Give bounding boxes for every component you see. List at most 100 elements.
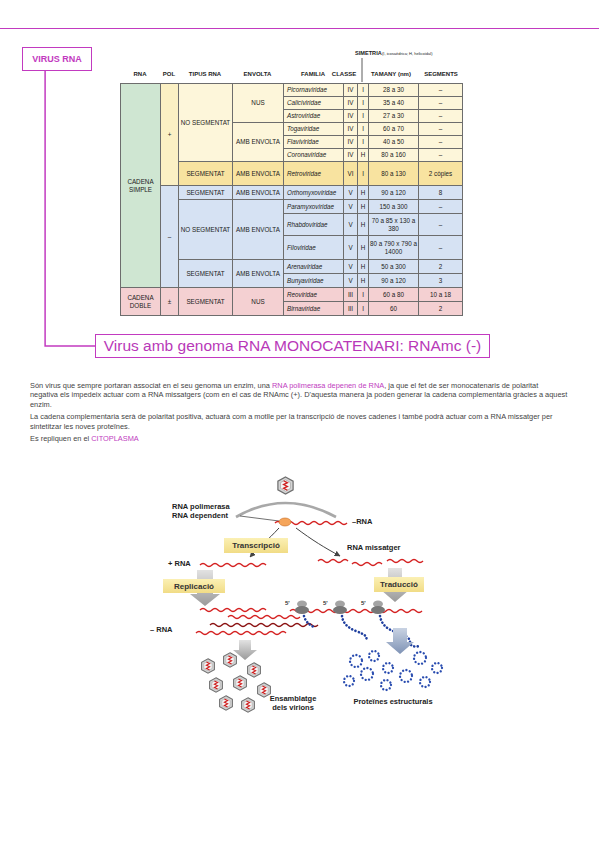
mrna-strand (387, 560, 423, 563)
text-run: Són virus que sempre portaran associat e… (30, 381, 270, 390)
table-cell: – (419, 236, 463, 260)
table-cell: V (344, 186, 358, 200)
virion-icon (210, 678, 223, 692)
table-cell: 90 a 120 (369, 274, 419, 288)
table-cell: I (358, 123, 369, 136)
table-cell: I (358, 136, 369, 149)
table-cell: H (358, 274, 369, 288)
table-cell: 27 a 30 (369, 110, 419, 123)
table-cell: IV (344, 84, 358, 97)
protein-ring (432, 663, 442, 673)
table-cell: 3 (419, 274, 463, 288)
family-cell: Rhabdoviridae (284, 214, 344, 236)
rna-strand (196, 632, 286, 635)
ribosome-subunit (333, 606, 347, 614)
node-text: Replicació (174, 582, 214, 591)
table-cell: SEGMENTAT (179, 288, 233, 316)
table-cell: 2 (419, 260, 463, 274)
table-cell: SEGMENTAT (179, 162, 233, 186)
table-cell: 60 a 70 (369, 123, 419, 136)
data-table: CADENA SIMPLE+NO SEGMENTATNUSPicornaviri… (120, 83, 463, 316)
table-cell: 80 a 790 x 790 a 14000 (369, 236, 419, 260)
paragraph: Són virus que sempre portaran associat e… (30, 381, 568, 409)
polymerase-enzyme (279, 518, 291, 526)
strand-label: – RNA (150, 625, 173, 634)
table-cell: VI (344, 162, 358, 186)
table-cell: – (419, 200, 463, 214)
table-cell: H (358, 236, 369, 260)
highlight-term: CITOPLASMA (91, 434, 139, 443)
table-cell: IV (344, 149, 358, 162)
table-cell: H (358, 149, 369, 162)
protein-ring (383, 663, 393, 673)
table-cell: H (358, 200, 369, 214)
protein-ring (400, 670, 412, 682)
table-cell: 2 (419, 302, 463, 316)
paragraph: Es repliquen en elCITOPLASMA (30, 434, 568, 443)
table-row: CADENA DOBLE±SEGMENTATNUSReoviridaeIIII6… (121, 288, 463, 302)
table-cell: SEGMENTAT (179, 186, 233, 200)
table-cell: NO SEGMENTAT (179, 84, 233, 162)
family-cell: Retroviridae (284, 162, 344, 186)
strand-label: + RNA (168, 559, 191, 568)
table-cell: I (358, 288, 369, 302)
table-cell: 150 a 300 (369, 200, 419, 214)
table-cell: 70 a 85 x 130 a 380 (369, 214, 419, 236)
table-cell: NO SEGMENTAT (179, 200, 233, 260)
paragraph: La cadena complementaria serà de polarit… (30, 412, 568, 431)
block-arrow (386, 628, 414, 654)
node-text: Traducció (380, 580, 418, 589)
family-cell: Filoviridae (284, 236, 344, 260)
family-cell: Togaviridae (284, 123, 344, 136)
table-cell: V (344, 274, 358, 288)
table-cell: AMB ENVOLTA (233, 260, 284, 288)
table-row: –SEGMENTATAMB ENVOLTAOrthomyxoviridaeVH9… (121, 186, 463, 200)
flow-arrow (296, 528, 340, 556)
table-cell: I (358, 110, 369, 123)
result-label: Proteïnes estructurals (338, 697, 448, 706)
table-cell: I (358, 302, 369, 316)
node-text: VIRUS RNA (32, 54, 82, 64)
peptide-chain (304, 616, 316, 628)
virion-icon (220, 696, 233, 710)
strand-label: –RNA (352, 517, 372, 526)
enzyme-label: RNA polimerasa RNA dependent (172, 502, 238, 520)
table-cell: III (344, 302, 358, 316)
peptide-chain (342, 616, 367, 639)
table-cell: I (358, 97, 369, 110)
protein-ring (361, 668, 373, 680)
family-cell: Caliciviridae (284, 97, 344, 110)
table-cell: IV (344, 123, 358, 136)
table-cell: IV (344, 136, 358, 149)
text-run: La cadena complementaria serà de polarit… (30, 412, 553, 430)
result-label: Ensamblatge dels virions (262, 694, 324, 712)
virion-icon (224, 653, 237, 667)
family-cell: Bunyaviridae (284, 274, 344, 288)
family-cell: Flaviviridae (284, 136, 344, 149)
table-cell: AMB ENVOLTA (233, 186, 284, 200)
ribosome-subunit (371, 606, 385, 614)
protein-ring (344, 676, 354, 686)
highlight-term: RNA polimerasa depenen de RNA (272, 381, 384, 390)
table-cell: V (344, 200, 358, 214)
table-cell: V (344, 236, 358, 260)
rna-strand (200, 609, 266, 612)
family-cell: Paramyxoviridae (284, 200, 344, 214)
table-cell: CADENA SIMPLE (121, 84, 161, 288)
table-cell: – (419, 214, 463, 236)
table-cell: IV (344, 97, 358, 110)
table-cell: 28 a 30 (369, 84, 419, 97)
column-header: SEGMENTS (418, 71, 464, 77)
family-cell: Reoviridae (284, 288, 344, 302)
leader-line (240, 516, 279, 521)
rna-strand (228, 616, 300, 619)
column-header: CLASSE (329, 71, 359, 77)
table-cell: IV (344, 110, 358, 123)
virion-icon (248, 663, 261, 677)
rna-strand (200, 564, 266, 567)
table-cell: 50 a 300 (369, 260, 419, 274)
text-run: Es repliquen en el (30, 434, 89, 443)
table-cell: – (161, 186, 179, 288)
protein-ring (369, 651, 379, 661)
virion-icon (202, 659, 215, 673)
